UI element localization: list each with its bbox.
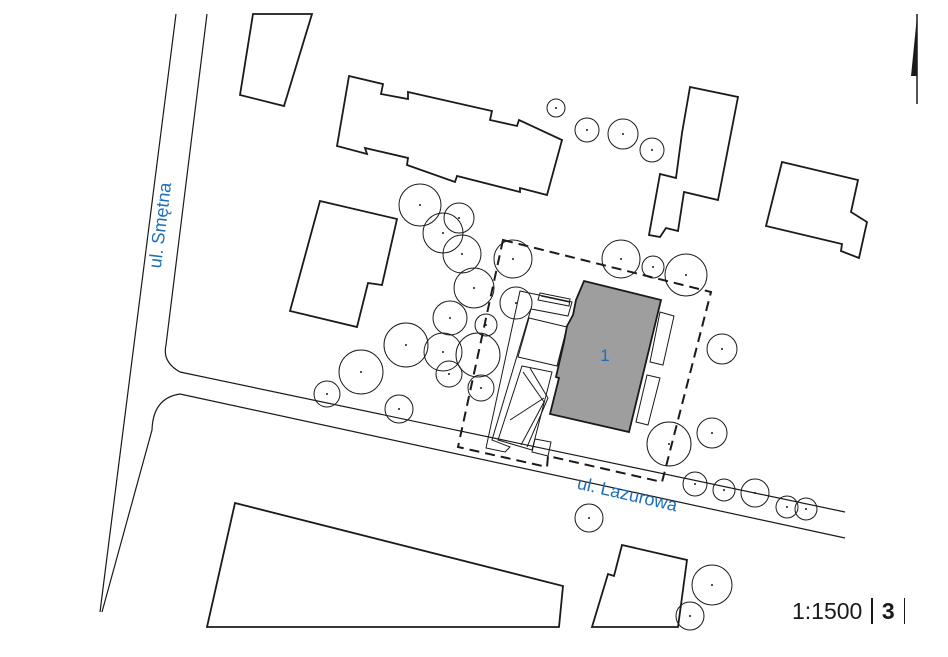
- tree-centres: [326, 107, 807, 617]
- scale-label: 1:1500: [792, 597, 863, 624]
- building-bottom-large: [205, 501, 564, 628]
- plot-boundary: [456, 238, 713, 484]
- scale-and-page: 1:1500 3: [792, 594, 914, 628]
- separator-right: [903, 598, 906, 624]
- street-label-lazurowa: ul. Lazurowa: [575, 473, 680, 516]
- building-right-tall: [647, 85, 740, 238]
- building-right-far: [764, 160, 869, 260]
- main-building: [548, 279, 663, 434]
- site-details: [485, 290, 675, 457]
- separator-left: [871, 598, 873, 624]
- page-number: 3: [881, 597, 895, 624]
- building-bottom-right: [590, 543, 689, 628]
- building-long-top: [335, 74, 564, 197]
- building-number-label: 1: [600, 346, 609, 365]
- street-label-smetna: ul. Smętna: [145, 180, 175, 269]
- street-smetna-edges: [99, 13, 846, 613]
- north-arrow-icon: [911, 14, 918, 104]
- neighbour-buildings: [205, 13, 869, 628]
- trees: [313, 98, 818, 631]
- building-top-left: [238, 13, 314, 108]
- building-left-middle: [288, 199, 399, 329]
